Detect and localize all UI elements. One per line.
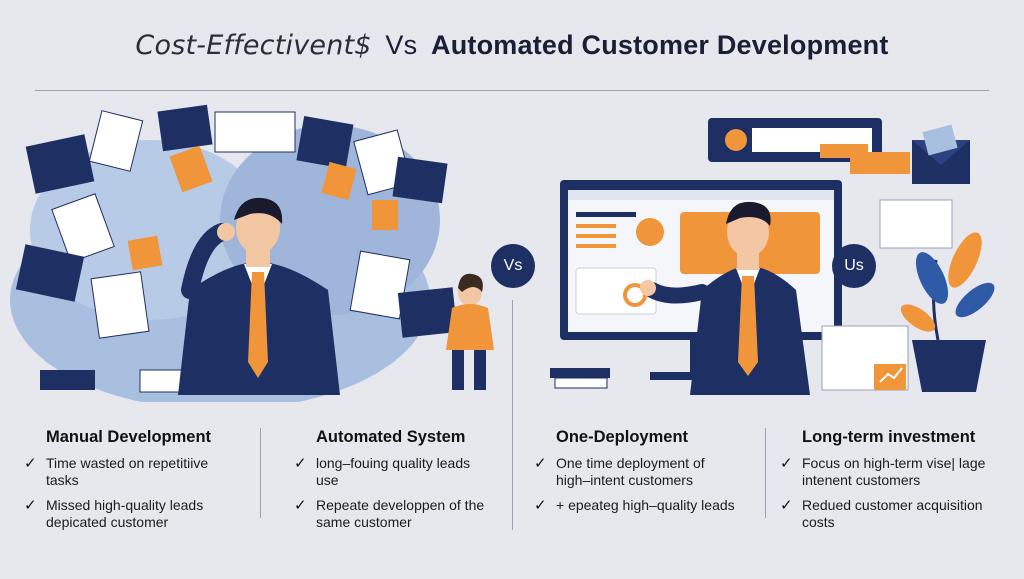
notification-card	[708, 118, 910, 174]
check-icon: ✓	[780, 455, 793, 472]
stressed-man	[178, 197, 340, 395]
column-heading: Automated System	[316, 428, 466, 446]
check-icon: ✓	[294, 455, 307, 472]
illustration	[10, 104, 995, 402]
divider-1	[260, 428, 261, 518]
plant-icon	[900, 232, 995, 392]
chart-icon	[821, 325, 909, 391]
vs-badge: Vs	[491, 244, 535, 288]
column-manual-development: Manual Development ✓Time wasted on repet…	[24, 428, 252, 539]
title-divider	[35, 90, 989, 91]
list-item: ✓One time deployment of high–intent cust…	[534, 455, 705, 488]
list-item: ✓long–fouing quality leads use	[294, 455, 471, 488]
list-item: ✓Missed high-quality leads depicated cus…	[24, 497, 204, 530]
check-icon: ✓	[780, 497, 793, 514]
list-item: ✓Repeate developpen of the same customer	[294, 497, 485, 530]
divider-center	[512, 300, 513, 530]
list-item: ✓Redued customer acquisition costs	[780, 497, 983, 530]
title-part1: Cost-Effectivent$	[135, 30, 372, 61]
list-item: ✓Time wasted on repetitiive tasks	[24, 455, 209, 488]
list-item: ✓+ epeateg high–quality leads	[534, 497, 735, 514]
check-icon: ✓	[24, 497, 37, 514]
title-part2: Automated Customer Development	[431, 30, 889, 60]
column-heading: One-Deployment	[556, 428, 689, 446]
column-long-term-investment: Long-term investment ✓Focus on high-term…	[780, 428, 1005, 539]
check-icon: ✓	[534, 497, 547, 514]
side-card	[879, 199, 953, 249]
column-one-deployment: One-Deployment ✓One time deployment of h…	[534, 428, 760, 523]
title-vs: Vs	[385, 30, 418, 60]
divider-3	[765, 428, 766, 518]
check-icon: ✓	[294, 497, 307, 514]
column-automated-system: Automated System ✓long–fouing quality le…	[294, 428, 504, 539]
books	[550, 368, 610, 378]
envelope-icon	[912, 124, 970, 184]
us-badge: Us	[832, 244, 876, 288]
column-heading: Long-term investment	[802, 428, 976, 446]
small-person	[446, 273, 494, 390]
check-icon: ✓	[24, 455, 37, 472]
page-title: Cost-Effectivent$ Vs Automated Customer …	[0, 30, 1024, 61]
column-heading: Manual Development	[46, 428, 212, 446]
presenter-man	[640, 201, 810, 395]
check-icon: ✓	[534, 455, 547, 472]
list-item: ✓Focus on high-term vise| lage intenent …	[780, 455, 986, 488]
